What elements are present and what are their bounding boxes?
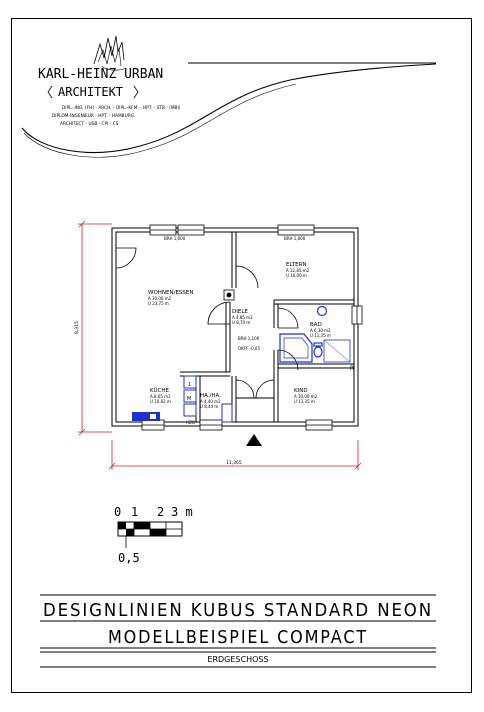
room-kind-perimeter: U 13,35 m (294, 399, 315, 404)
room-wohnen-area: A 30,00 m2 (148, 296, 172, 301)
washbasin (316, 305, 328, 317)
floor-name: ERDGESCHOSS (207, 655, 268, 664)
room-bad-perimeter: U 11,35 m (310, 333, 331, 338)
sheet-border (11, 18, 472, 693)
room-ha-perimeter: U 8,44 m (200, 404, 218, 409)
scale-tick-1: 1 (131, 505, 138, 519)
exterior-walls (111, 227, 359, 427)
kitchen-fixtures (132, 412, 160, 421)
dimension-vertical: 8,315 (74, 321, 80, 334)
room-ha-name: HA./HA. (200, 393, 221, 399)
room-kind-name: KIND (294, 388, 308, 394)
doors (115, 247, 299, 399)
shower (323, 339, 351, 363)
room-bad-name: BAD (310, 322, 322, 328)
title-block (40, 594, 436, 668)
window-label-top-right: BRH 1,000 (284, 236, 306, 241)
dimension-lines (78, 220, 362, 470)
room-diele-area: A 4,85 m2 (232, 315, 253, 320)
room-kueche-name: KÜCHE (150, 387, 169, 394)
room-kueche-perimeter: U 10,82 m (150, 399, 171, 404)
architect-title: ARCHITEKT (58, 85, 123, 99)
project-title: DESIGNLINIEN KUBUS STANDARD NEON (43, 601, 433, 621)
architect-credentials-3: ARCHITECT - USB - CPI - CS (60, 121, 119, 127)
room-wohnen-name: WOHNEN/ESSEN (148, 290, 194, 296)
chimney (223, 289, 235, 301)
room-diele-name: DIELE (232, 309, 248, 315)
window-label-top-left: BRH 1,000 (164, 236, 186, 241)
room-eltern-perimeter: U 16,00 m (286, 273, 307, 278)
scale-tick-0: 0 (114, 505, 121, 519)
dimension-horizontal: 11,365 (226, 460, 242, 466)
floor-plan: 1 M HZG WOHNEN/ESSEN A 30,00 m2 U 23,75 … (74, 220, 363, 470)
room-wohnen-perimeter: U 23,75 m (148, 301, 169, 306)
room-ha-area: A 4,40 m2 (200, 399, 221, 404)
room-eltern-name: ELTERN (286, 262, 307, 268)
room-diele-perimeter: U 8,70 m (232, 320, 250, 325)
utility-label-1: 1 (188, 382, 191, 388)
room-kind-area: A 10,00 m2 (294, 394, 318, 399)
scale-tick-2: 2 (157, 505, 164, 519)
window-label-bad-2: OKFF -0,05 (238, 346, 260, 351)
entrance-marker (246, 434, 262, 446)
scale-tick-3: 3 m (171, 505, 193, 519)
utility-label-2: M (187, 396, 191, 402)
room-bad-area: A 6,30 m2 (310, 328, 331, 333)
scale-bar (117, 521, 183, 548)
kitchen-counter (132, 412, 160, 421)
architect-title-bracket (47, 85, 139, 99)
window-label-bad: BRH 1,100 (238, 336, 260, 341)
room-labels: WOHNEN/ESSEN A 30,00 m2 U 23,75 m ELTERN… (148, 236, 354, 409)
toilet (313, 346, 323, 358)
stair-label: R (350, 365, 354, 372)
architect-logo (21, 35, 437, 158)
fuse-box-label: HZG (186, 420, 195, 425)
project-subtitle: MODELLBEISPIEL COMPACT (108, 628, 368, 648)
room-eltern-area: A 12,85 m2 (286, 268, 310, 273)
bathroom-fixtures (279, 305, 351, 363)
windows (141, 224, 363, 431)
utility-fixtures (183, 375, 233, 423)
bathtub (279, 333, 313, 363)
room-kueche-area: A 8,65 m2 (150, 394, 171, 399)
architect-credentials-2: DIPLOM-INGENIEUR - HPT. - HAMBURG (52, 113, 134, 119)
scale-half: 0,5 (118, 551, 140, 565)
architect-credentials-1: DIPL.-ING. (FH) - ARCH. - DIPL.-KFM. - H… (62, 105, 181, 111)
architect-name: KARL-HEINZ URBAN (38, 67, 163, 82)
